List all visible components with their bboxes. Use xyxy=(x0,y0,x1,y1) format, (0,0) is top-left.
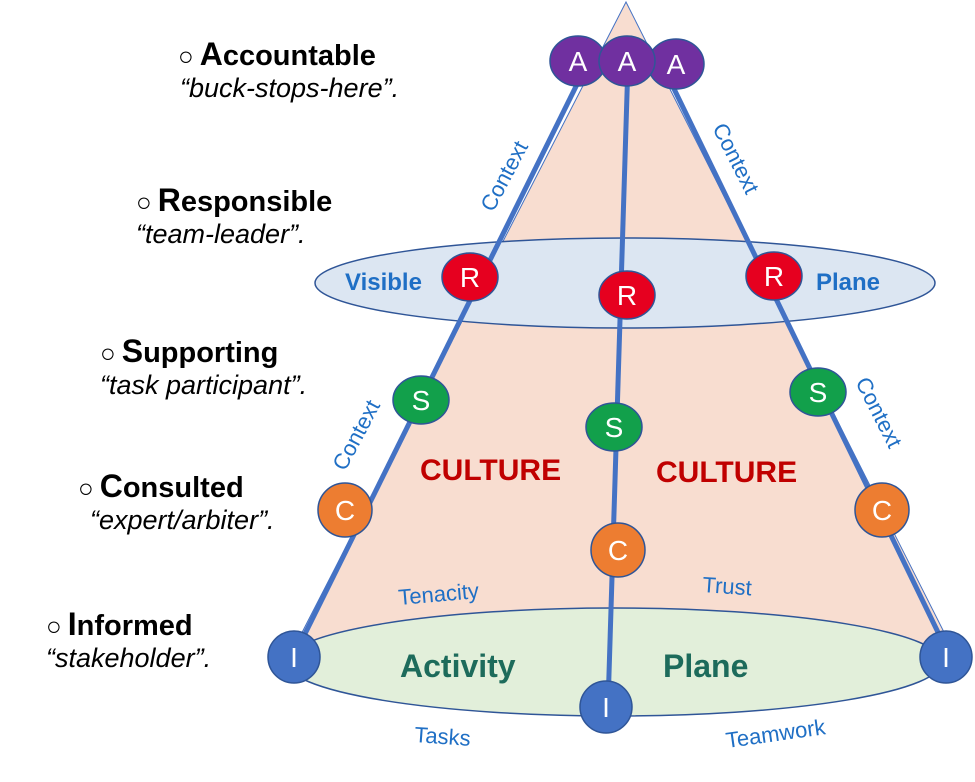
node-supporting-right: S xyxy=(789,367,847,417)
legend-informed: ○Informed “stakeholder”. xyxy=(46,606,211,674)
pyramid-right-edge xyxy=(657,58,953,659)
node-consulted-right: C xyxy=(854,482,910,538)
legend-informed-heading: ○Informed xyxy=(46,606,211,643)
legend-informed-quote: “stakeholder”. xyxy=(46,643,212,673)
legend-consulted-quote: “expert/arbiter”. xyxy=(90,505,275,535)
node-letter: I xyxy=(290,642,298,673)
node-letter: S xyxy=(412,385,431,416)
node-letter: A xyxy=(569,46,588,77)
bullet-icon: ○ xyxy=(46,611,62,641)
legend-responsible-heading: ○Responsible xyxy=(136,182,332,219)
visible-plane-label-right: Plane xyxy=(816,269,880,296)
teamwork-label: Teamwork xyxy=(724,714,828,753)
node-letter: A xyxy=(667,49,686,80)
node-letter: C xyxy=(608,535,628,566)
tasks-label: Tasks xyxy=(414,722,472,751)
node-letter: S xyxy=(809,377,828,408)
legend-initial: C xyxy=(99,468,123,504)
node-supporting-left: S xyxy=(392,375,450,425)
legend-initial: I xyxy=(67,606,77,642)
legend-accountable-heading: ○Accountable xyxy=(178,36,399,73)
culture-label-right: CULTURE xyxy=(656,456,797,489)
bullet-icon: ○ xyxy=(100,338,116,368)
node-letter: A xyxy=(618,46,637,77)
legend-responsible-quote: “team-leader”. xyxy=(136,219,306,249)
trust-label: Trust xyxy=(702,572,753,600)
pyramid-center-edge xyxy=(605,61,631,707)
node-informed-left: I xyxy=(267,630,321,684)
culture-label-left: CULTURE xyxy=(420,454,561,487)
node-supporting-center: S xyxy=(585,402,643,452)
visible-plane-label-left: Visible xyxy=(345,269,422,296)
legend-supporting-quote: “task participant”. xyxy=(100,370,308,400)
context-label-mid-left: Context xyxy=(327,396,385,475)
node-accountable-right: A xyxy=(647,38,705,90)
node-letter: R xyxy=(460,262,480,293)
node-letter: R xyxy=(617,280,637,311)
legend-accountable: ○Accountable “buck-stops-here”. xyxy=(178,36,399,104)
legend-word: nformed xyxy=(76,610,193,642)
node-letter: C xyxy=(335,495,355,526)
node-responsible-right: R xyxy=(745,251,803,301)
context-label-mid-right: Context xyxy=(851,373,908,452)
legend-accountable-quote: “buck-stops-here”. xyxy=(180,73,400,103)
node-responsible-left: R xyxy=(441,252,499,302)
legend-initial: R xyxy=(157,182,181,218)
node-informed-right: I xyxy=(919,630,973,684)
node-informed-center: I xyxy=(579,680,633,734)
node-accountable-left: A xyxy=(549,35,607,87)
node-letter: R xyxy=(764,261,784,292)
node-accountable-center: A xyxy=(598,35,656,87)
node-letter: I xyxy=(942,642,950,673)
node-consulted-center: C xyxy=(590,522,646,578)
legend-supporting-heading: ○Supporting xyxy=(100,333,307,370)
legend-consulted-heading: ○Consulted xyxy=(78,468,275,505)
bullet-icon: ○ xyxy=(78,473,94,503)
node-letter: C xyxy=(872,495,892,526)
legend-word: ccountable xyxy=(222,40,376,72)
legend-initial: S xyxy=(121,333,144,369)
pyramid-left-edge xyxy=(290,44,599,660)
legend-supporting: ○Supporting “task participant”. xyxy=(100,333,307,401)
node-consulted-left: C xyxy=(317,482,373,538)
legend-responsible: ○Responsible “team-leader”. xyxy=(136,182,332,250)
legend-word: upporting xyxy=(143,337,279,369)
node-letter: S xyxy=(605,412,624,443)
legend-initial: A xyxy=(199,36,223,72)
bullet-icon: ○ xyxy=(136,187,152,217)
legend-consulted: ○Consulted “expert/arbiter”. xyxy=(78,468,275,536)
bullet-icon: ○ xyxy=(178,41,194,71)
node-responsible-center: R xyxy=(598,270,656,320)
legend-word: onsulted xyxy=(122,472,244,504)
activity-plane-label-right: Plane xyxy=(663,648,748,684)
activity-plane-label-left: Activity xyxy=(400,648,516,684)
legend-word: esponsible xyxy=(180,186,333,218)
node-letter: I xyxy=(602,692,610,723)
